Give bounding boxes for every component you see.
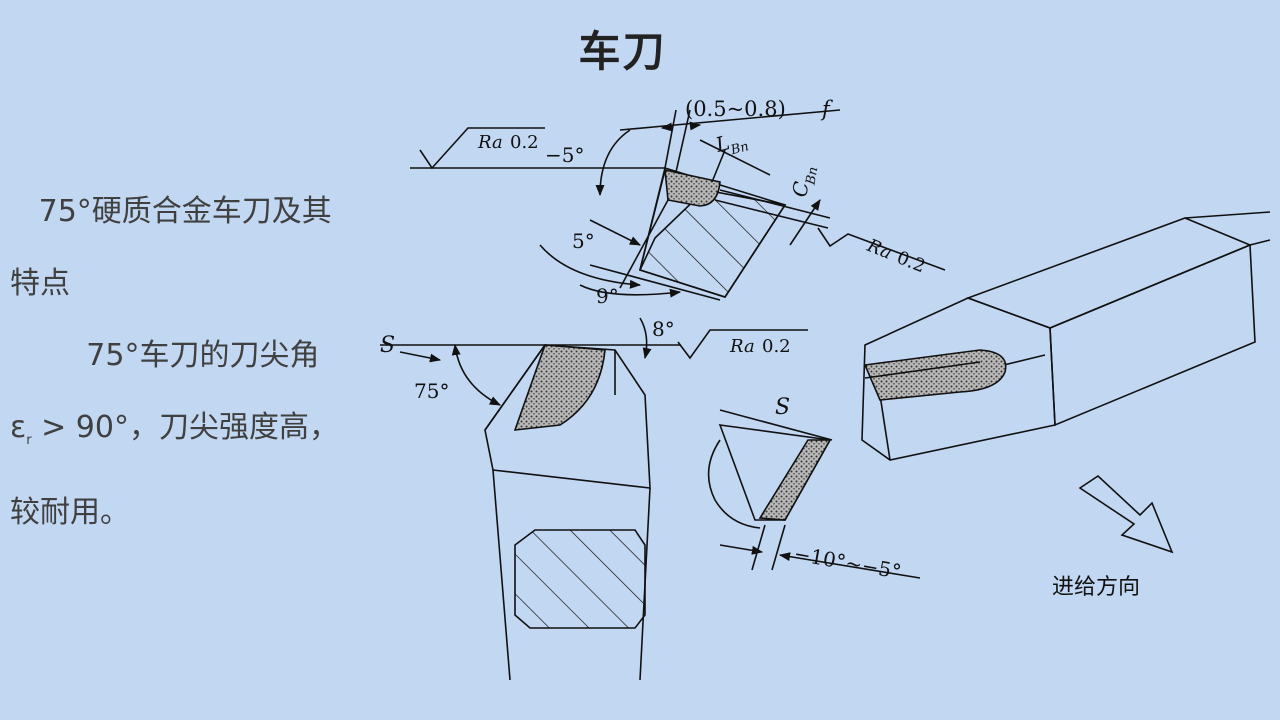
cbn-arrow bbox=[789, 199, 821, 246]
description: 75°硬质合金车刀及其特点 75°车刀的刀尖角εr > 90°，刀尖强度高， 较… bbox=[10, 176, 340, 549]
iso-shank-top bbox=[965, 217, 1253, 329]
section-view bbox=[707, 409, 921, 579]
cbn-line-b bbox=[714, 199, 829, 229]
land-arrow-right bbox=[689, 121, 702, 131]
top-insert-extension bbox=[619, 199, 669, 289]
angle-5-label: 5° bbox=[572, 229, 595, 253]
iso-shank-break-b bbox=[1249, 239, 1271, 246]
front-feed-s-label: S bbox=[380, 333, 395, 358]
paragraph-2-subscript: r bbox=[26, 433, 32, 448]
lbn-dimension-line bbox=[699, 139, 771, 176]
iso-insert bbox=[863, 349, 1007, 401]
cbn-label-group: C Bn bbox=[787, 166, 821, 199]
section-insert bbox=[758, 439, 832, 521]
feed-symbol-label: f bbox=[820, 97, 833, 121]
section-arrow-right bbox=[778, 552, 921, 579]
front-view-labels: S 75° 8° Ra 0.2 bbox=[380, 317, 791, 403]
front-insert bbox=[513, 344, 606, 431]
top-insert-land bbox=[664, 168, 721, 207]
section-extension-a bbox=[751, 524, 766, 571]
roughness-left-value: 0.2 bbox=[510, 132, 539, 153]
angle-arc-9 bbox=[579, 284, 682, 298]
front-view bbox=[380, 317, 808, 681]
section-extension-b bbox=[771, 524, 786, 571]
angle-arc-neg5 bbox=[595, 129, 631, 197]
top-base-line bbox=[589, 264, 721, 301]
roughness-symbol-left bbox=[419, 127, 545, 170]
section-arrow-left bbox=[719, 544, 764, 555]
land-extension-right bbox=[675, 109, 691, 173]
feed-direction-arrow bbox=[1078, 474, 1174, 554]
roughness-front-value: 0.2 bbox=[762, 336, 791, 357]
lbn-extension bbox=[711, 149, 726, 183]
front-shank-section bbox=[514, 529, 646, 629]
top-view bbox=[410, 109, 946, 301]
front-insert-edge bbox=[484, 344, 546, 431]
iso-head-front-edge bbox=[879, 394, 891, 461]
top-view-labels: (0.5~0.8) f Ra 0.2 −5° L Bn C Bn Ra 0.2 … bbox=[477, 97, 928, 308]
iso-shank-break-a bbox=[1184, 211, 1271, 219]
paragraph-1: 75°硬质合金车刀及其特点 bbox=[10, 176, 340, 320]
roughness-left-symbol: Ra bbox=[477, 132, 503, 153]
land-arrow-left bbox=[660, 122, 673, 132]
feed-arrow-s bbox=[399, 351, 442, 363]
top-insert-hatched-body bbox=[638, 189, 787, 298]
angle-9-label: 9° bbox=[596, 284, 619, 308]
paragraph-2-text-b: > 90°，刀尖强度高， 较耐用。 bbox=[10, 410, 339, 530]
cbn-subscript: Bn bbox=[803, 166, 821, 187]
section-feed-s-label: S bbox=[775, 395, 790, 420]
paragraph-2: 75°车刀的刀尖角εr > 90°，刀尖强度高， 较耐用。 bbox=[10, 320, 340, 549]
lbn-label-group: L Bn bbox=[712, 130, 750, 158]
section-break-line bbox=[707, 439, 761, 529]
roughness-symbol-front bbox=[677, 329, 808, 360]
section-angle-label: −10°~−5° bbox=[792, 541, 903, 583]
paragraph-1-text: 75°硬质合金车刀及其特点 bbox=[10, 194, 332, 301]
roughness-right-value: 0.2 bbox=[894, 247, 928, 277]
lbn-label: L bbox=[712, 130, 732, 157]
feed-direction-label: 进给方向 bbox=[1052, 575, 1140, 600]
roughness-front-symbol: Ra bbox=[729, 336, 755, 357]
angle-arc-75 bbox=[451, 343, 502, 406]
angle-8-label: 8° bbox=[652, 317, 675, 341]
iso-shank-side bbox=[1049, 243, 1256, 427]
lbn-subscript: Bn bbox=[728, 139, 750, 158]
land-dimension-line bbox=[619, 109, 841, 131]
section-reference-line bbox=[719, 409, 833, 441]
top-insert-flank bbox=[639, 169, 666, 271]
land-width-label: (0.5~0.8) bbox=[685, 97, 786, 121]
isometric-view bbox=[861, 211, 1271, 554]
front-shank-left bbox=[492, 469, 511, 681]
angle-arc-5b bbox=[539, 244, 642, 289]
angle-arc-8 bbox=[639, 317, 652, 360]
angle-neg5-label: −5° bbox=[545, 143, 584, 167]
iso-head bbox=[861, 297, 1056, 461]
paragraph-2-text-a: 75°车刀的刀尖角ε bbox=[10, 338, 320, 445]
roughness-symbol-right bbox=[817, 227, 946, 271]
land-extension-left bbox=[664, 109, 677, 169]
roughness-right-symbol: Ra bbox=[863, 235, 895, 264]
page-title: 车刀 bbox=[578, 27, 667, 76]
cbn-label: C bbox=[787, 180, 813, 199]
angle-75-label: 75° bbox=[414, 379, 449, 403]
angle-arc-5 bbox=[589, 219, 642, 246]
iso-insert-edge bbox=[864, 361, 981, 379]
roughness-right-group: Ra 0.2 bbox=[863, 235, 928, 278]
